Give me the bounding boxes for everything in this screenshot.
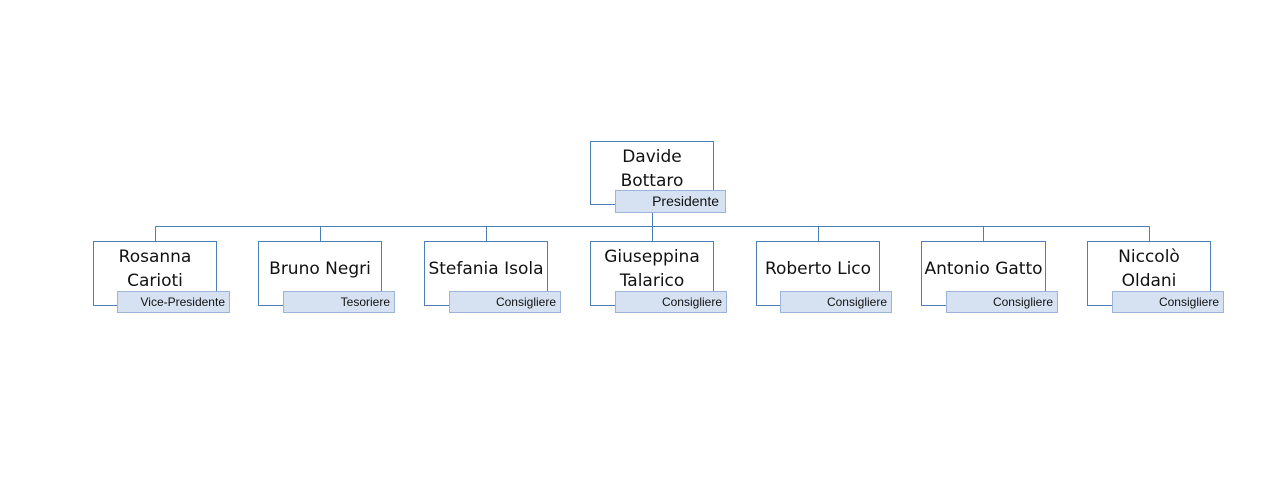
role-label: Consigliere — [1112, 291, 1224, 313]
role-label: Consigliere — [449, 291, 561, 313]
node-name: Davide Bottaro — [591, 145, 713, 193]
node-name: Niccolò Oldani — [1088, 245, 1210, 293]
name-line: Antonio Gatto — [924, 259, 1043, 279]
node-name: Rosanna Carioti — [94, 245, 216, 293]
name-line: Bottaro — [620, 171, 684, 191]
name-line: Talarico — [619, 271, 685, 291]
node-name: Roberto Lico — [757, 257, 879, 281]
name-line: Giuseppina — [604, 247, 700, 267]
role-label: Consigliere — [615, 291, 727, 313]
name-line: Roberto Lico — [764, 259, 872, 279]
name-line: Stefania Isola — [428, 259, 544, 279]
node-name: Giuseppina Talarico — [591, 245, 713, 293]
node-member: Niccolò Oldani — [1087, 241, 1211, 306]
name-line: Davide — [622, 147, 682, 167]
role-label: Vice-Presidente — [117, 291, 230, 313]
role-label: Consigliere — [946, 291, 1058, 313]
name-line: Niccolò — [1118, 247, 1180, 267]
name-line: Rosanna — [118, 247, 192, 267]
name-line: Carioti — [127, 271, 183, 291]
node-name: Bruno Negri — [259, 257, 381, 281]
name-line: Bruno Negri — [269, 259, 371, 279]
name-line: Oldani — [1121, 271, 1177, 291]
node-name: Antonio Gatto — [922, 257, 1045, 281]
role-label: Tesoriere — [283, 291, 395, 313]
node-name: Stefania Isola — [425, 257, 547, 281]
role-label: Consigliere — [780, 291, 892, 313]
role-label-root: Presidente — [615, 190, 726, 213]
